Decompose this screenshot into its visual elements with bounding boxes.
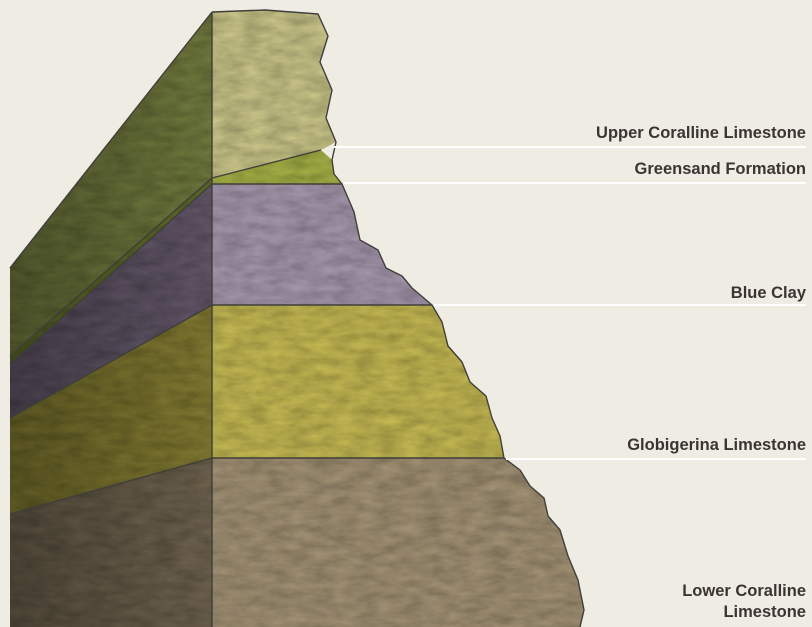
label-upper-coralline-limestone: Upper Coralline Limestone: [596, 123, 806, 144]
label-lower-coralline-limestone: Lower Coralline Limestone: [682, 581, 806, 623]
label-lower-coralline-line1: Lower Coralline: [682, 581, 806, 602]
label-greensand-formation: Greensand Formation: [635, 159, 806, 180]
label-blue-clay: Blue Clay: [731, 283, 806, 304]
label-globigerina-limestone: Globigerina Limestone: [627, 435, 806, 456]
layer-blue-clay-front: [212, 184, 432, 305]
layer-globigerina-front: [212, 305, 504, 458]
label-lower-coralline-line2: Limestone: [682, 602, 806, 623]
